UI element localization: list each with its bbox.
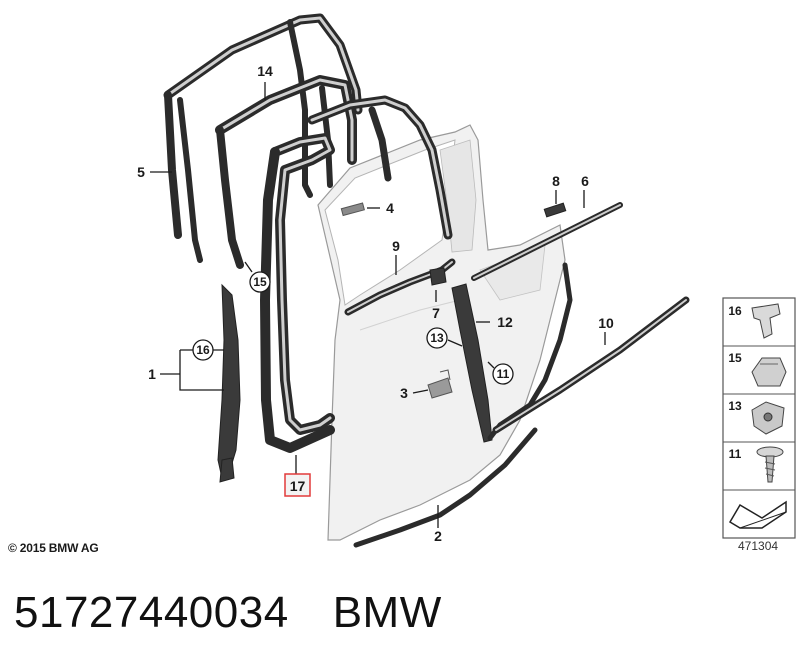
nut-clip-icon (751, 357, 787, 387)
copyright-notice: © 2015 BMW AG (8, 541, 99, 555)
label-7: 7 (432, 305, 440, 321)
label-10: 10 (598, 315, 614, 331)
label-1: 1 (148, 366, 156, 382)
fastener-legend: 16 15 13 11 (722, 297, 796, 539)
callout-16: 16 (192, 339, 214, 361)
callout-11: 11 (492, 363, 514, 385)
callout-15: 15 (249, 271, 271, 293)
pillar-cap (429, 267, 447, 286)
legend-label-11: 11 (729, 447, 742, 461)
frame-seal-outer (163, 13, 363, 239)
brand-name: BMW (332, 588, 442, 637)
arrow-icon (728, 500, 787, 529)
drawing-number: 471304 (738, 539, 779, 553)
label-14: 14 (257, 63, 273, 79)
svg-text:13: 13 (430, 331, 444, 345)
label-6: 6 (581, 173, 589, 189)
legend-label-16: 16 (728, 304, 742, 318)
part-caption: 51727440034 BMW (14, 588, 486, 638)
frame-seal-inner (307, 95, 453, 240)
svg-text:15: 15 (253, 275, 267, 289)
label-3: 3 (400, 385, 408, 401)
label-17: 17 (290, 478, 306, 494)
label-12: 12 (497, 314, 513, 330)
svg-text:16: 16 (196, 343, 210, 357)
label-2: 2 (434, 528, 442, 544)
pillar-strip (177, 97, 203, 263)
screw-icon (756, 446, 784, 483)
window-sill-strip (344, 258, 456, 316)
callout-13: 13 (426, 327, 448, 349)
door-seal (260, 133, 335, 453)
legend-label-15: 15 (728, 351, 742, 365)
label-17-highlight: 17 (284, 473, 311, 497)
bottom-seal (353, 427, 538, 548)
part-number: 51727440034 (14, 588, 289, 637)
rocker-strip (492, 296, 690, 434)
window-channel-seal (215, 75, 357, 269)
label-8: 8 (552, 173, 560, 189)
label-4: 4 (386, 200, 394, 216)
label-9: 9 (392, 238, 400, 254)
belt-strip-upper (471, 202, 623, 281)
spring-nut-icon (751, 401, 785, 435)
legend-label-13: 13 (728, 399, 742, 413)
svg-text:11: 11 (497, 367, 510, 381)
trim-holder (427, 369, 453, 399)
b-pillar-trim (451, 283, 493, 443)
belt-clip (543, 202, 567, 218)
label-5: 5 (137, 164, 145, 180)
a-pillar-trim (217, 283, 241, 483)
clip-icon (751, 303, 781, 339)
pillar-trim-small (340, 202, 365, 217)
